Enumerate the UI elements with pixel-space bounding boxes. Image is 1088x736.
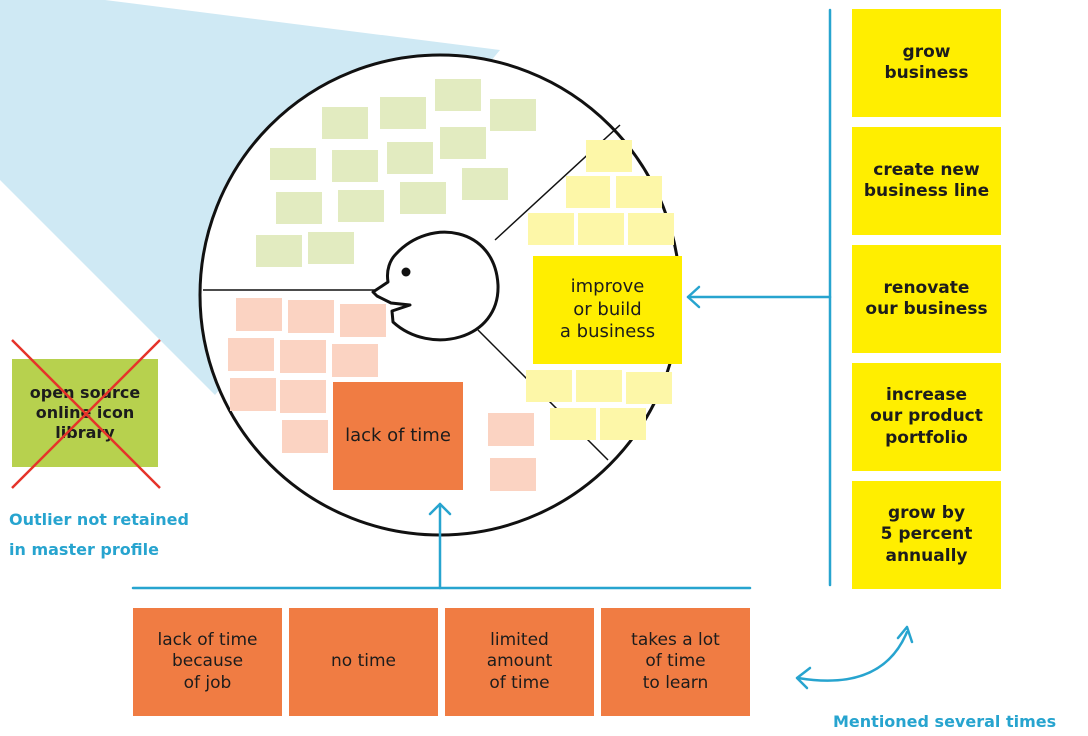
right-note: create new business line bbox=[852, 127, 1001, 235]
peach-sticky bbox=[490, 458, 536, 491]
yellow-sticky bbox=[566, 176, 610, 208]
green-sticky bbox=[490, 99, 536, 131]
right-note-label: grow business bbox=[884, 41, 969, 83]
core-pain-note: lack of time bbox=[333, 382, 463, 490]
peach-sticky-cluster bbox=[228, 298, 536, 491]
bottom-note-label: no time bbox=[331, 651, 396, 672]
green-sticky bbox=[270, 148, 316, 180]
mentioned-arrowhead-right bbox=[896, 625, 914, 644]
peach-sticky bbox=[280, 340, 326, 373]
right-note: grow by 5 percent annually bbox=[852, 481, 1001, 589]
core-goal-note: improve or build a business bbox=[533, 256, 682, 364]
yellow-sticky bbox=[626, 372, 672, 404]
green-sticky bbox=[462, 168, 508, 200]
yellow-sticky bbox=[528, 213, 574, 245]
mentioned-arrowhead-left bbox=[795, 666, 812, 690]
peach-sticky bbox=[282, 420, 328, 453]
green-sticky bbox=[387, 142, 433, 174]
peach-sticky bbox=[236, 298, 282, 331]
green-sticky bbox=[276, 192, 322, 224]
outlier-caption-line2: in master profile bbox=[9, 540, 159, 559]
outlier-caption-line1: Outlier not retained bbox=[9, 510, 189, 529]
peach-sticky bbox=[488, 413, 534, 446]
core-pain-label: lack of time bbox=[345, 424, 451, 446]
peach-sticky bbox=[230, 378, 276, 411]
yellow-sticky bbox=[586, 140, 632, 172]
yellow-sticky bbox=[578, 213, 624, 245]
bottom-note-label: limited amount of time bbox=[486, 630, 553, 693]
bottom-note: lack of time because of job bbox=[133, 608, 282, 716]
green-sticky bbox=[338, 190, 384, 222]
green-sticky-cluster bbox=[256, 79, 536, 267]
right-arrowhead bbox=[686, 285, 701, 309]
bottom-note: takes a lot of time to learn bbox=[601, 608, 750, 716]
bottom-arrowhead bbox=[428, 502, 452, 516]
right-note: increase our product portfolio bbox=[852, 363, 1001, 471]
green-sticky bbox=[435, 79, 481, 111]
green-sticky bbox=[400, 182, 446, 214]
right-note-label: grow by 5 percent annually bbox=[880, 503, 973, 566]
right-note-label: renovate our business bbox=[865, 277, 988, 319]
bottom-note: limited amount of time bbox=[445, 608, 594, 716]
green-sticky bbox=[308, 232, 354, 264]
green-sticky bbox=[440, 127, 486, 159]
peach-sticky bbox=[340, 304, 386, 337]
right-note-label: increase our product portfolio bbox=[870, 385, 983, 448]
yellow-sticky-cluster bbox=[526, 140, 674, 440]
yellow-sticky bbox=[550, 408, 596, 440]
yellow-sticky bbox=[616, 176, 662, 208]
peach-sticky bbox=[228, 338, 274, 371]
bottom-note-label: lack of time because of job bbox=[157, 630, 258, 693]
right-note: renovate our business bbox=[852, 245, 1001, 353]
right-note-label: create new business line bbox=[863, 159, 990, 201]
mentioned-caption: Mentioned several times bbox=[833, 712, 1057, 731]
peach-sticky bbox=[332, 344, 378, 377]
persona-eye bbox=[401, 267, 411, 277]
yellow-sticky bbox=[600, 408, 646, 440]
yellow-sticky bbox=[576, 370, 622, 402]
persona-face bbox=[371, 230, 500, 342]
yellow-sticky bbox=[526, 370, 572, 402]
green-sticky bbox=[256, 235, 302, 267]
right-note: grow business bbox=[852, 9, 1001, 117]
connectors bbox=[131, 8, 914, 690]
bottom-note-label: takes a lot of time to learn bbox=[631, 630, 720, 693]
peach-sticky bbox=[288, 300, 334, 333]
green-sticky bbox=[380, 97, 426, 129]
yellow-sticky bbox=[628, 213, 674, 245]
bottom-note: no time bbox=[289, 608, 438, 716]
core-goal-label: improve or build a business bbox=[559, 276, 656, 343]
peach-sticky bbox=[280, 380, 326, 413]
mentioned-curve-arrow bbox=[796, 630, 909, 682]
green-sticky bbox=[332, 150, 378, 182]
green-sticky bbox=[322, 107, 368, 139]
